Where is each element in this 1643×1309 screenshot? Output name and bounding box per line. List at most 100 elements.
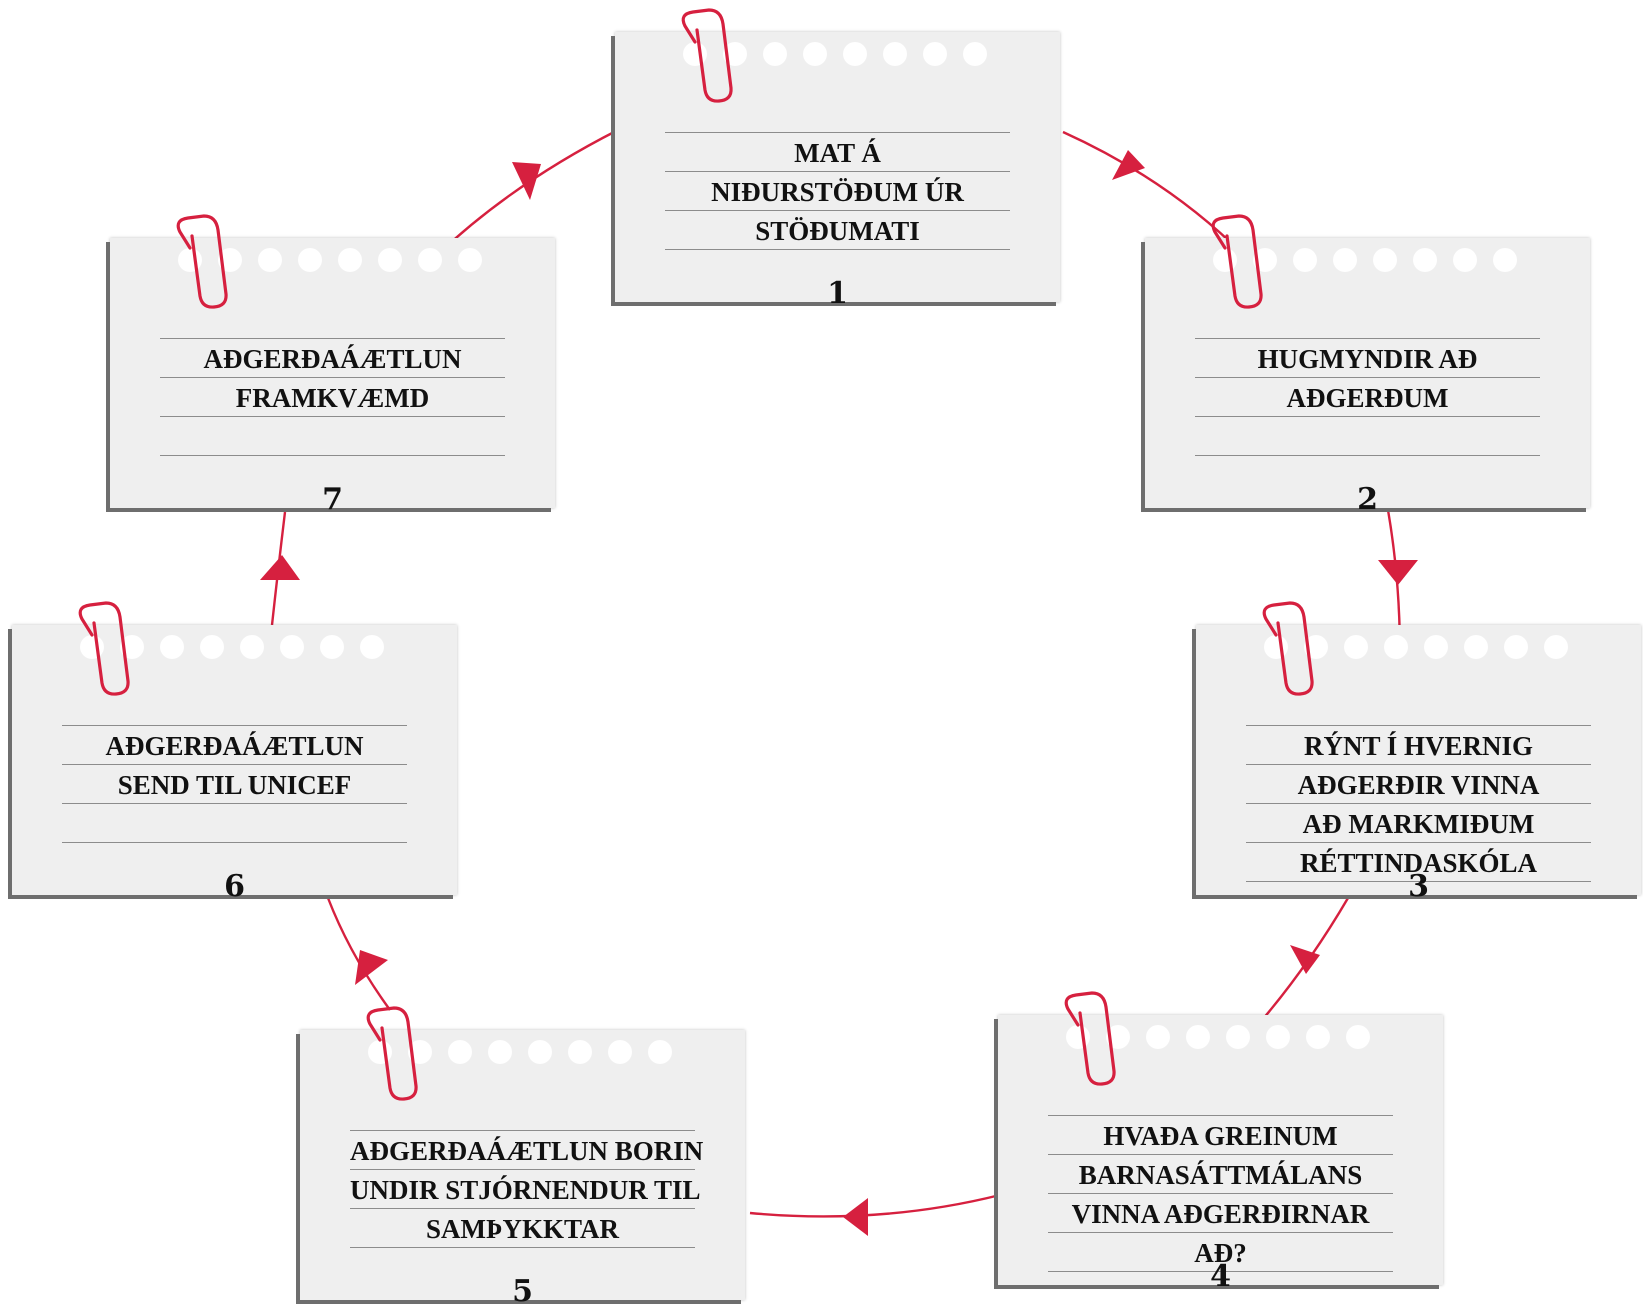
card-line: SEND TIL UNICEF bbox=[62, 764, 407, 803]
arrowhead-6-to-7 bbox=[260, 555, 300, 580]
binding-hole bbox=[378, 248, 402, 272]
card-line: STÖÐUMATI bbox=[665, 210, 1010, 250]
binding-hole bbox=[1424, 635, 1448, 659]
notepad-sheet bbox=[300, 1030, 745, 1300]
card-line: RÝNT Í HVERNIG bbox=[1246, 725, 1591, 764]
binding-hole bbox=[1306, 1025, 1330, 1049]
binding-hole bbox=[1066, 1025, 1090, 1049]
binding-hole bbox=[1464, 635, 1488, 659]
binding-hole bbox=[883, 42, 907, 66]
paperclip-icon bbox=[1211, 214, 1263, 309]
paperclip-icon bbox=[1262, 601, 1314, 696]
binding-hole bbox=[1264, 635, 1288, 659]
binding-hole bbox=[298, 248, 322, 272]
binding-holes bbox=[683, 42, 987, 68]
step-number: 1 bbox=[827, 276, 848, 311]
paperclip-icon bbox=[1064, 991, 1116, 1086]
binding-holes bbox=[80, 635, 384, 661]
binding-hole bbox=[1384, 635, 1408, 659]
binding-hole bbox=[1186, 1025, 1210, 1049]
step-number: 5 bbox=[512, 1274, 533, 1309]
binding-hole bbox=[528, 1040, 552, 1064]
binding-hole bbox=[1346, 1025, 1370, 1049]
binding-hole bbox=[258, 248, 282, 272]
binding-hole bbox=[338, 248, 362, 272]
arrowhead-2-to-3 bbox=[1378, 560, 1418, 585]
arrowhead-5-to-6 bbox=[355, 950, 388, 985]
binding-hole bbox=[1146, 1025, 1170, 1049]
card-line: FRAMKVÆMD bbox=[160, 377, 505, 416]
card-line: NIÐURSTÖÐUM ÚR bbox=[665, 171, 1010, 210]
binding-hole bbox=[843, 42, 867, 66]
card-line: MAT Á bbox=[665, 132, 1010, 171]
step-number: 2 bbox=[1357, 482, 1378, 517]
card-line: AÐGERÐAÁÆTLUN bbox=[160, 338, 505, 377]
card-line: VINNA AÐGERÐIRNAR bbox=[1048, 1193, 1393, 1232]
binding-hole bbox=[1266, 1025, 1290, 1049]
card-line bbox=[160, 416, 505, 456]
binding-hole bbox=[360, 635, 384, 659]
binding-hole bbox=[240, 635, 264, 659]
card-line: SAMÞYKKTAR bbox=[350, 1208, 695, 1248]
binding-hole bbox=[200, 635, 224, 659]
card-line: AÐ? bbox=[1048, 1232, 1393, 1272]
arrowhead-3-to-4 bbox=[1290, 945, 1320, 974]
binding-hole bbox=[280, 635, 304, 659]
card-line: AÐGERÐAÁÆTLUN BORIN bbox=[350, 1130, 703, 1169]
step-number: 7 bbox=[322, 482, 343, 517]
arrowhead-7-to-1 bbox=[512, 162, 541, 200]
binding-hole bbox=[1493, 248, 1517, 272]
card-line: HUGMYNDIR AÐ bbox=[1195, 338, 1540, 377]
binding-hole bbox=[1453, 248, 1477, 272]
binding-hole bbox=[80, 635, 104, 659]
binding-hole bbox=[178, 248, 202, 272]
notepad-sheet bbox=[615, 32, 1060, 302]
notepad-sheet bbox=[1196, 625, 1641, 895]
binding-hole bbox=[683, 42, 707, 66]
binding-hole bbox=[763, 42, 787, 66]
binding-hole bbox=[1213, 248, 1237, 272]
binding-hole bbox=[320, 635, 344, 659]
binding-hole bbox=[1544, 635, 1568, 659]
card-line: UNDIR STJÓRNENDUR TIL bbox=[350, 1169, 701, 1208]
binding-hole bbox=[568, 1040, 592, 1064]
card-line: AÐ MARKMIÐUM bbox=[1246, 803, 1591, 842]
notepad-sheet bbox=[110, 238, 555, 508]
arrowhead-4-to-5 bbox=[843, 1198, 868, 1236]
binding-hole bbox=[608, 1040, 632, 1064]
arrowhead-1-to-2 bbox=[1112, 150, 1145, 180]
binding-hole bbox=[1293, 248, 1317, 272]
binding-holes bbox=[368, 1040, 672, 1066]
card-line bbox=[62, 803, 407, 843]
step-number: 6 bbox=[224, 869, 245, 904]
connector-4-to-5 bbox=[749, 1193, 1001, 1218]
card-line: RÉTTINDASKÓLA bbox=[1246, 842, 1591, 882]
binding-hole bbox=[1413, 248, 1437, 272]
step-number: 3 bbox=[1408, 869, 1429, 904]
binding-hole bbox=[418, 248, 442, 272]
binding-hole bbox=[1373, 248, 1397, 272]
paperclip-icon bbox=[366, 1006, 418, 1101]
notepad-sheet bbox=[1145, 238, 1590, 508]
binding-hole bbox=[963, 42, 987, 66]
step-number: 4 bbox=[1210, 1259, 1231, 1294]
binding-hole bbox=[368, 1040, 392, 1064]
card-line bbox=[1195, 416, 1540, 456]
binding-hole bbox=[1504, 635, 1528, 659]
binding-hole bbox=[160, 635, 184, 659]
notepad-sheet bbox=[12, 625, 457, 895]
notepad-sheet bbox=[998, 1015, 1443, 1285]
paperclip-icon bbox=[176, 214, 228, 309]
